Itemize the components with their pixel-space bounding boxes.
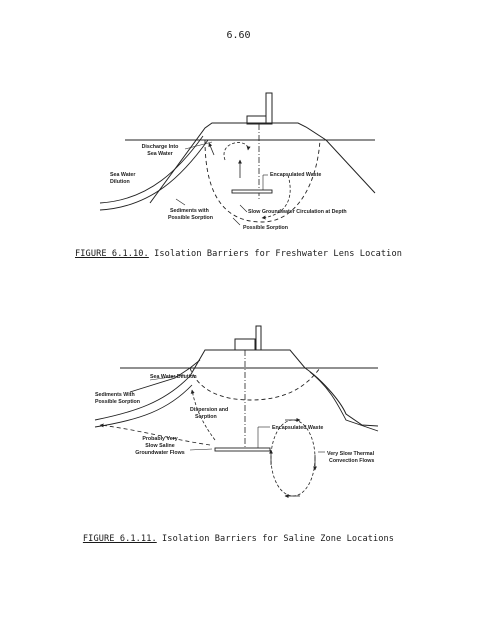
island-left-slope — [129, 359, 201, 393]
freshwater-lens — [204, 139, 321, 223]
label-discharge-2: Sea Water — [147, 151, 172, 157]
label-sea-water-dilution-2: Dilution — [110, 179, 130, 185]
leader-sea-water-dilution — [149, 374, 186, 381]
figure-saline-zone: Sea Water Dilution Sediments With Possib… — [94, 325, 379, 498]
label-sea-water-dilution: Sea Water Dilution — [150, 374, 197, 380]
label-sediments-1: Sediments with — [170, 208, 209, 214]
convection-loop — [270, 419, 316, 497]
leader-saline-flows — [189, 448, 213, 451]
sediment-layer-lower — [94, 384, 193, 428]
figure-number: FIGURE 6.1.11. — [82, 534, 157, 544]
label-possible-sorption: Possible Sorption — [243, 225, 288, 231]
freshwater-lens — [189, 367, 321, 401]
label-dispersion-2: Sorption — [195, 414, 217, 420]
figure-caption-6-1-11: FIGURE 6.1.11. Isolation Barriers for Sa… — [0, 534, 477, 544]
leader-discharge — [184, 141, 213, 150]
facility-structure — [234, 338, 256, 351]
label-sea-water-dilution-1: Sea Water — [110, 172, 135, 178]
sediment-layer-lower — [99, 139, 209, 211]
label-sediments-1: Sediments With — [95, 392, 135, 398]
leader-sorption — [232, 217, 241, 226]
label-sediments-2: Possible Sorption — [95, 399, 140, 405]
discharge-arrow — [208, 142, 215, 156]
label-saline-flows-2: Slow Saline — [145, 443, 174, 449]
label-slow-groundwater: Slow Groundwater Circulation at Depth — [248, 209, 347, 215]
island-profile — [189, 349, 379, 427]
sediment-layer-right — [309, 371, 379, 432]
label-encapsulated-waste: Encapsulated Waste — [270, 172, 321, 178]
figure-freshwater-lens: Discharge Into Sea Water Sea Water Dilut… — [99, 92, 376, 231]
encapsulated-waste-package — [231, 189, 273, 194]
figure-caption-text: Isolation Barriers for Saline Zone Locat… — [162, 534, 395, 544]
page-number: 6.60 — [226, 30, 251, 41]
encapsulated-waste-package — [214, 447, 271, 452]
leader-sediments — [175, 198, 186, 206]
sediment-layer — [94, 375, 191, 421]
label-convection-1: Very Slow Thermal — [327, 451, 375, 457]
leader-groundwater — [239, 204, 248, 213]
label-dispersion-1: Dispersion and — [190, 407, 228, 413]
label-discharge-1: Discharge Into — [142, 144, 180, 150]
dispersion-arrow — [99, 423, 211, 446]
label-encapsulated-waste: Encapsulated Waste — [272, 425, 323, 431]
deep-circulation — [261, 174, 291, 220]
circulation-loop — [223, 142, 251, 161]
figure-number: FIGURE 6.1.10. — [75, 249, 149, 259]
facility-stack — [265, 92, 273, 125]
label-saline-flows-1: Probably Very — [142, 436, 177, 442]
label-convection-2: Convection Flows — [329, 458, 374, 464]
island-profile — [149, 122, 376, 204]
facility-stack — [255, 325, 262, 351]
label-sediments-2: Possible Sorption — [168, 215, 213, 221]
figure-caption-text: Isolation Barriers for Freshwater Lens L… — [154, 249, 402, 259]
figure-caption-6-1-10: FIGURE 6.1.10. Isolation Barriers for Fr… — [0, 249, 477, 259]
dispersion-arrow-upper — [190, 389, 216, 441]
label-saline-flows-3: Groundwater Flows — [135, 450, 184, 456]
